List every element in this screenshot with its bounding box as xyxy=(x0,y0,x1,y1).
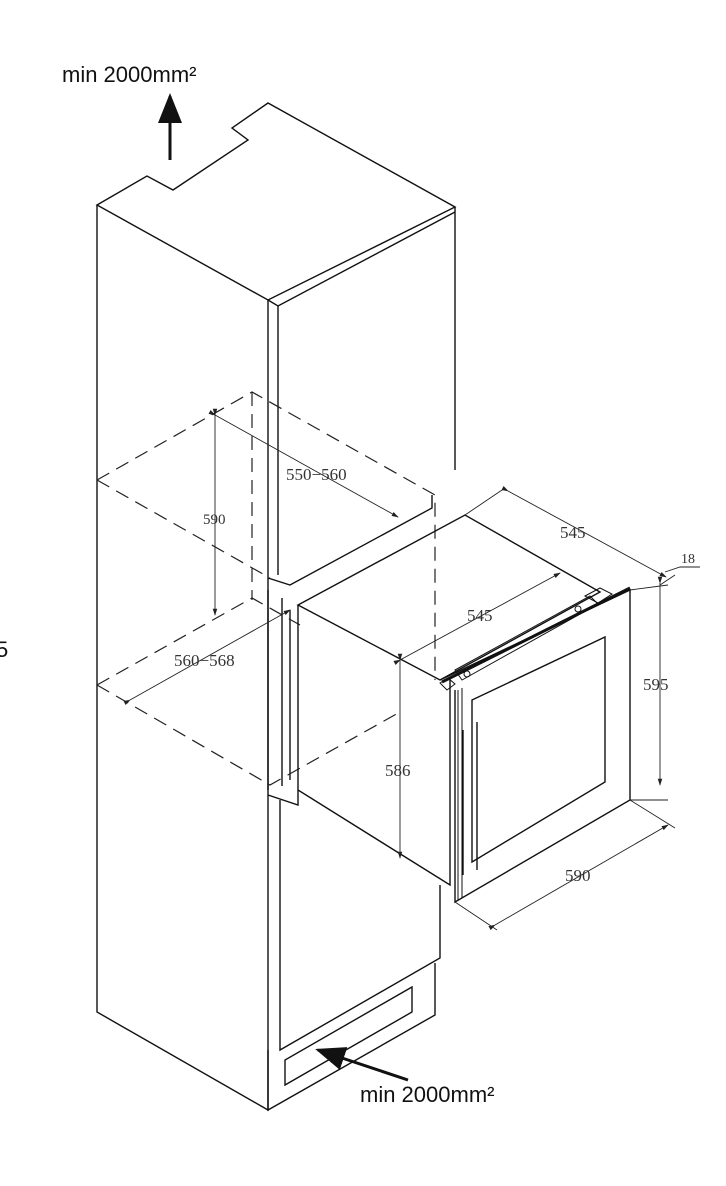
dimension-lines xyxy=(123,408,700,931)
bottom-ventilation-label: min 2000mm² xyxy=(360,1082,495,1107)
dim-595: 595 xyxy=(643,675,669,694)
dim-545-inner: 545 xyxy=(467,606,493,625)
edge-fragment-text: 5 xyxy=(0,637,9,662)
wine-cooler-appliance xyxy=(296,514,631,904)
dim-545-top: 545 xyxy=(560,523,586,542)
dim-590-width: 590 xyxy=(565,866,591,885)
dim-586: 586 xyxy=(385,761,411,780)
dim-550-560: 550−560 xyxy=(286,465,347,484)
niche-outline xyxy=(96,391,436,786)
tall-cabinet xyxy=(95,102,457,1112)
dim-590-niche: 590 xyxy=(203,512,226,528)
dimension-labels: 545 545 18 595 590 586 590 550−560 560−5… xyxy=(174,465,695,885)
dim-560-568: 560−568 xyxy=(174,651,235,670)
top-ventilation-label: min 2000mm² xyxy=(62,62,197,87)
arrow-in-icon xyxy=(315,1047,409,1082)
dim-18: 18 xyxy=(681,552,695,567)
